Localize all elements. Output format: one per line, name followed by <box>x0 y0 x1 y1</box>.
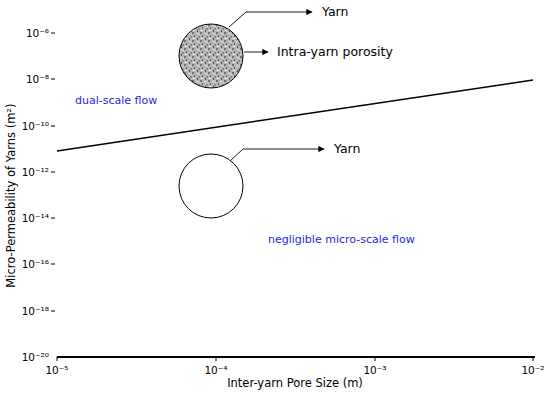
tick-label: 10⁻¹⁸ <box>22 305 49 317</box>
tick-label: 10⁻¹⁴ <box>22 212 49 224</box>
axis-title: Inter-yarn Pore Size (m) <box>227 377 363 390</box>
tick-label: 10⁻¹² <box>22 166 49 178</box>
x-axis-line <box>57 356 535 358</box>
leader-line <box>229 12 312 27</box>
leader-line <box>230 149 324 161</box>
region-label: negligible micro-scale flow <box>268 234 415 247</box>
y-ticks <box>51 33 55 311</box>
tick-label: 10⁻⁶ <box>26 27 49 39</box>
tick-label: 10⁻³ <box>363 364 386 376</box>
tick-label: 10⁻¹⁰ <box>22 120 49 132</box>
callout-label: Yarn <box>322 5 348 19</box>
axis-title: Micro-Permeability of Yarns (m²) <box>5 104 18 288</box>
tick-label: 10⁻⁵ <box>45 364 68 376</box>
callout-label: Yarn <box>334 142 360 156</box>
tick-label: 10⁻¹⁶ <box>22 258 49 270</box>
regime-boundary <box>57 80 533 151</box>
leader-line <box>244 52 268 53</box>
tick-label: 10⁻⁸ <box>26 73 49 85</box>
tick-label: 10⁻⁴ <box>204 364 227 376</box>
tick-label: 10⁻²⁰ <box>22 351 49 363</box>
porous-yarn <box>179 24 243 88</box>
solid-yarn <box>179 154 243 218</box>
tick-label: 10⁻² <box>521 364 544 376</box>
callout-label: Intra-yarn porosity <box>277 45 393 59</box>
region-label: dual-scale flow <box>75 95 157 108</box>
